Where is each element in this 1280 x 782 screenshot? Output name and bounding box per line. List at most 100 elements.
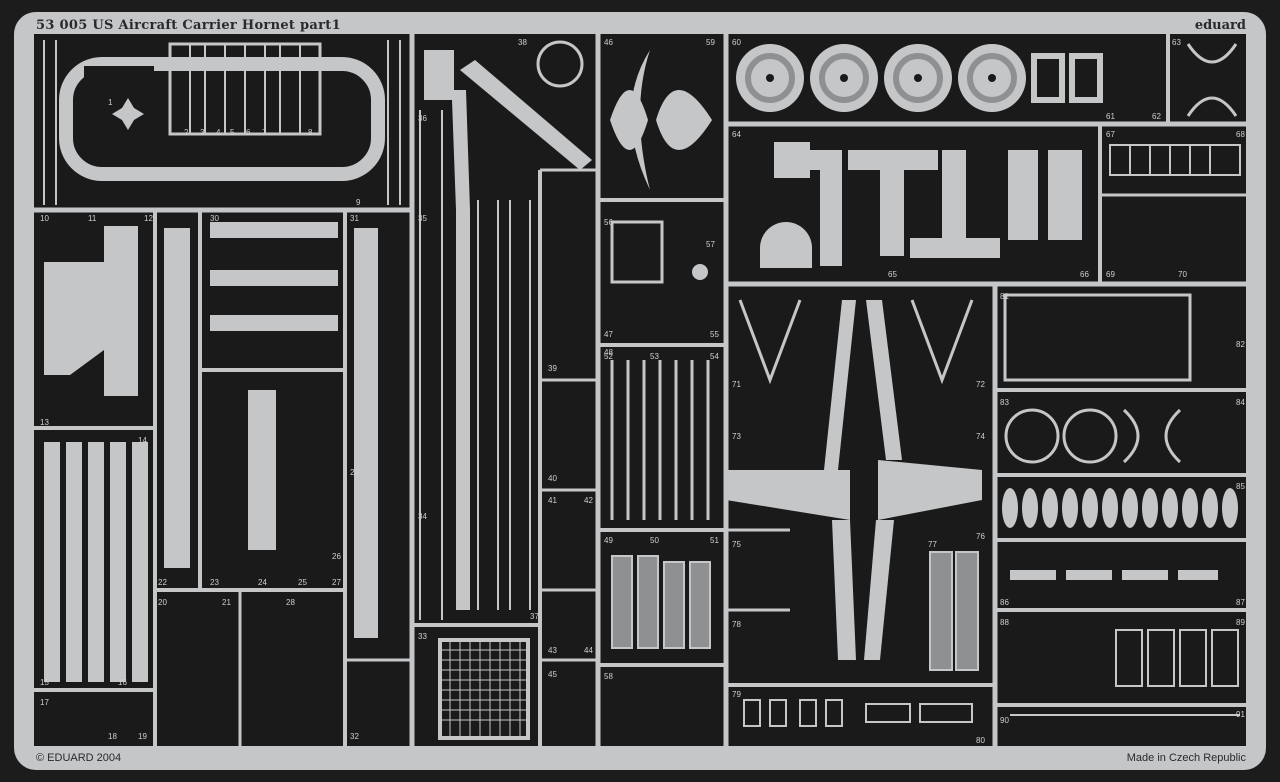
part-grille: [438, 638, 530, 740]
part-long-beam: [424, 50, 592, 610]
part-number-20: 20: [158, 598, 167, 607]
part-number-51: 51: [710, 536, 719, 545]
part-number-73: 73: [732, 432, 741, 441]
part-seats: [1010, 570, 1218, 580]
origin-text: Made in Czech Republic: [1126, 752, 1246, 764]
part-lens-shapes: [610, 50, 712, 190]
part-x-bracket: [1186, 43, 1238, 117]
part-number-58: 58: [604, 672, 613, 681]
part-number-9: 9: [356, 198, 361, 207]
part-number-74: 74: [976, 432, 985, 441]
part-number-42: 42: [584, 496, 593, 505]
part-number-35: 35: [418, 214, 427, 223]
part-number-77: 77: [928, 540, 937, 549]
part-number-4: 4: [216, 128, 221, 137]
part-number-48: 48: [604, 348, 613, 357]
part-number-55: 55: [710, 330, 719, 339]
part-number-12: 12: [144, 214, 153, 223]
part-number-49: 49: [604, 536, 613, 545]
part-number-80: 80: [976, 736, 985, 745]
part-number-30: 30: [210, 214, 219, 223]
copyright-text: © EDUARD 2004: [36, 752, 122, 764]
part-number-78: 78: [732, 620, 741, 629]
part-tall-plates: [929, 551, 979, 671]
part-t-frames: [760, 142, 1082, 268]
part-number-23: 23: [210, 578, 219, 587]
part-mesh-square: [610, 220, 664, 284]
part-number-32: 32: [350, 732, 359, 741]
part-number-11: 11: [88, 214, 97, 223]
part-number-56: 56: [604, 218, 613, 227]
part-number-41: 41: [548, 496, 557, 505]
part-number-71: 71: [732, 380, 741, 389]
part-number-76: 76: [976, 532, 985, 541]
part-number-39: 39: [548, 364, 557, 373]
part-number-68: 68: [1236, 130, 1245, 139]
part-number-18: 18: [108, 732, 117, 741]
part-long-ladders: [419, 110, 531, 620]
part-number-34: 34: [418, 512, 427, 521]
part-number-67: 67: [1106, 130, 1115, 139]
fret-title: 53 005 US Aircraft Carrier Hornet part1: [36, 18, 341, 33]
part-number-53: 53: [650, 352, 659, 361]
part-number-38: 38: [518, 38, 527, 47]
part-number-66: 66: [1080, 270, 1089, 279]
part-number-7: 7: [262, 128, 267, 137]
part-mounts: [1115, 629, 1239, 687]
part-number-29: 29: [350, 468, 359, 477]
part-number-26: 26: [332, 552, 341, 561]
part-number-5: 5: [230, 128, 235, 137]
part-number-14: 14: [138, 436, 147, 445]
part-ladder-left: [43, 40, 401, 205]
part-rings-pair: [1004, 408, 1182, 464]
part-number-82: 82: [1236, 340, 1245, 349]
part-left-panels: [44, 222, 378, 638]
part-grille-mesh: [440, 640, 528, 738]
part-number-17: 17: [40, 698, 49, 707]
part-number-64: 64: [732, 130, 741, 139]
part-number-6: 6: [246, 128, 251, 137]
part-pierced-strips: [44, 442, 148, 682]
part-number-47: 47: [604, 330, 613, 339]
part-number-54: 54: [710, 352, 719, 361]
part-number-88: 88: [1000, 618, 1009, 627]
part-number-87: 87: [1236, 598, 1245, 607]
part-number-46: 46: [604, 38, 613, 47]
part-fine-mesh: [1003, 293, 1192, 382]
part-number-10: 10: [40, 214, 49, 223]
part-number-59: 59: [706, 38, 715, 47]
part-ovals-row: [1002, 488, 1238, 528]
part-bottom-boxes: [743, 699, 973, 727]
part-number-57: 57: [706, 240, 715, 249]
part-number-40: 40: [548, 474, 557, 483]
part-number-2: 2: [184, 128, 189, 137]
part-number-84: 84: [1236, 398, 1245, 407]
part-number-50: 50: [650, 536, 659, 545]
part-number-60: 60: [732, 38, 741, 47]
part-wheels: [736, 44, 1103, 112]
part-railing-loop: [59, 42, 385, 181]
part-number-36: 36: [418, 114, 427, 123]
part-disc: [692, 264, 708, 280]
brand-logo: eduard: [1194, 18, 1246, 33]
part-number-81: 81: [1000, 292, 1009, 301]
part-number-65: 65: [888, 270, 897, 279]
part-rails: [610, 360, 710, 520]
part-number-3: 3: [200, 128, 205, 137]
part-number-72: 72: [976, 380, 985, 389]
part-number-62: 62: [1152, 112, 1161, 121]
part-number-22: 22: [158, 578, 167, 587]
part-number-21: 21: [222, 598, 231, 607]
part-number-90: 90: [1000, 716, 1009, 725]
part-number-33: 33: [418, 632, 427, 641]
part-number-15: 15: [40, 678, 49, 687]
part-number-37: 37: [530, 612, 539, 621]
part-number-19: 19: [138, 732, 147, 741]
part-number-83: 83: [1000, 398, 1009, 407]
part-number-45: 45: [548, 670, 557, 679]
part-number-24: 24: [258, 578, 267, 587]
part-number-69: 69: [1106, 270, 1115, 279]
part-number-28: 28: [286, 598, 295, 607]
part-small-racks: [1109, 144, 1241, 176]
sprue-frame: [34, 34, 1246, 746]
